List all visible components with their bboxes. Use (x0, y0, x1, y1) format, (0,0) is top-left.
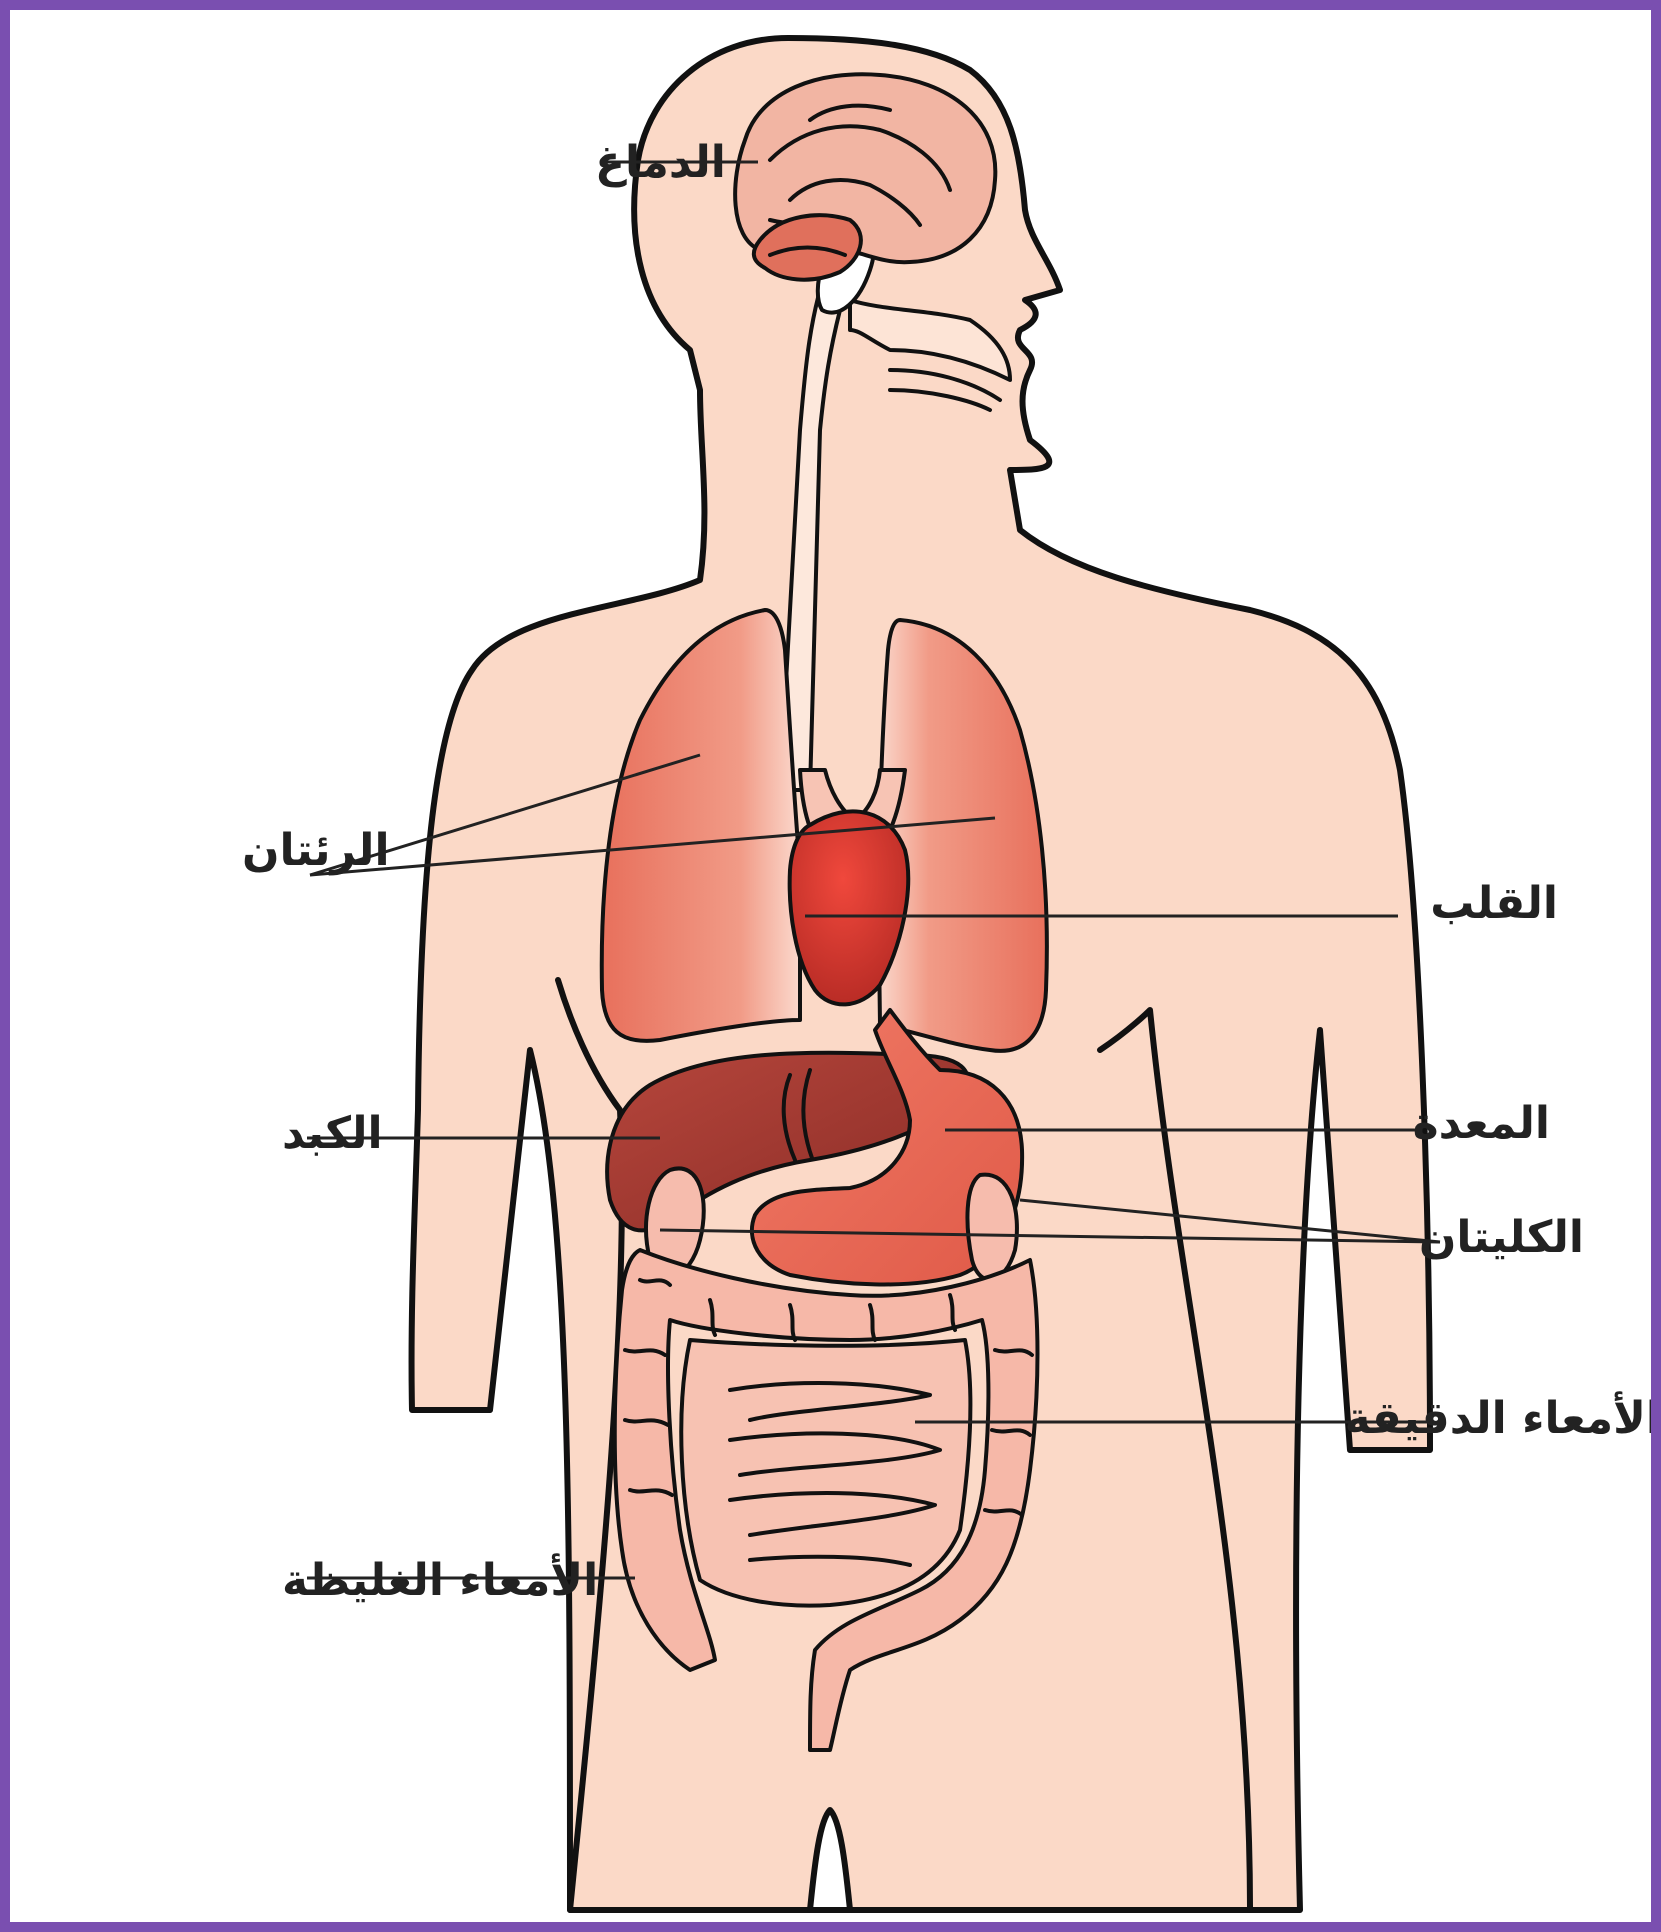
label-kidneys: الكليتان (1419, 1212, 1584, 1263)
small-intestine (681, 1340, 970, 1606)
brain (735, 74, 995, 279)
label-liver: الكبد (282, 1108, 383, 1159)
anatomy-svg: الدماغ الرئتان القلب الكبد المعدة الكليت… (10, 10, 1651, 1922)
label-stomach: المعدة (1413, 1098, 1550, 1149)
label-brain: الدماغ (595, 137, 726, 188)
label-lungs: الرئتان (242, 825, 390, 876)
label-small-intestine: الأمعاء الدقيقة (1345, 1391, 1651, 1444)
label-heart: القلب (1430, 878, 1558, 929)
label-large-intestine: الأمعاء الغليظة (282, 1553, 598, 1606)
